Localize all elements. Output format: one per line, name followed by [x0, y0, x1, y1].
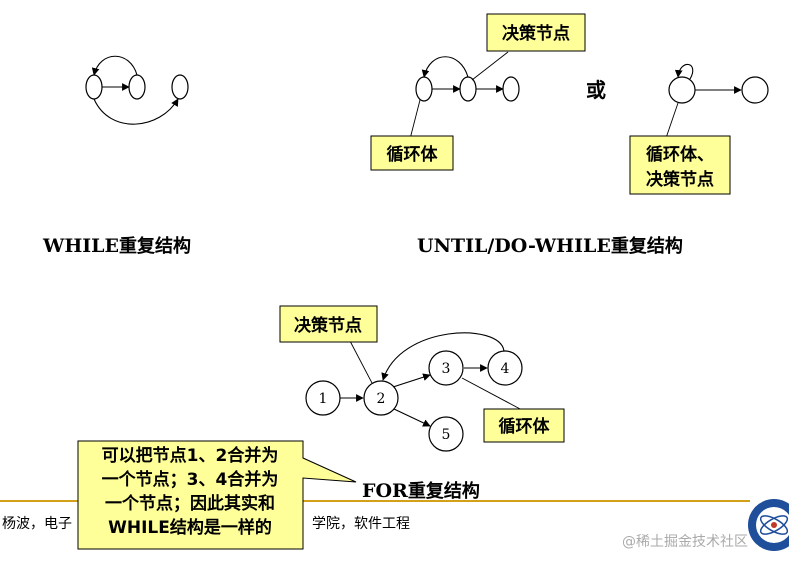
callout-line-3: 一个节点；因此其实和	[105, 493, 275, 514]
while-exit-edge	[93, 98, 179, 125]
combined-tag-line1: 循环体、	[646, 144, 714, 165]
for-loop-pointer	[461, 377, 523, 411]
for-decision-tag	[279, 305, 378, 343]
for-loop-tag-text: 循环体	[499, 416, 551, 437]
combined-node-b	[741, 76, 769, 104]
for-node-3-label: 3	[442, 361, 451, 377]
while-node-a	[85, 74, 103, 100]
callout-line-4: WHILE结构是一样的	[108, 517, 272, 538]
for-node-2-label: 2	[377, 391, 386, 407]
while-loop-back	[91, 55, 138, 76]
for-structure: 1 2 3 4 5 决策节点 循环体	[279, 305, 565, 452]
while-caption: WHILE重复结构	[42, 235, 191, 257]
combined-tag-line2: 决策节点	[646, 169, 714, 190]
until-loop-tag	[370, 135, 454, 171]
while-node-c	[171, 74, 189, 100]
university-seal-icon	[748, 499, 789, 551]
until-loop-tag-text: 循环体	[387, 144, 439, 165]
for-loop-tag	[483, 408, 565, 443]
for-edge-2-3	[392, 373, 431, 388]
until-loop-pointer	[409, 99, 421, 140]
for-node-1	[305, 380, 341, 416]
callout-bubble	[77, 440, 357, 550]
footer-text-left: 杨波，电子	[2, 516, 72, 532]
for-loop-back	[381, 332, 505, 381]
for-decision-tag-text: 决策节点	[294, 315, 362, 336]
while-node-b	[128, 74, 146, 100]
combined-pointer	[665, 102, 679, 139]
combined-self-loop	[674, 63, 694, 80]
explanation-callout: 可以把节点1、2合并为 一个节点；3、4合并为 一个节点；因此其实和 WHILE…	[77, 440, 357, 550]
for-decision-pointer	[349, 340, 373, 384]
for-node-3	[428, 350, 464, 386]
until-structure: 决策节点 循环体	[370, 13, 586, 171]
combined-structure: 循环体、 决策节点	[629, 63, 769, 195]
for-node-5-label: 5	[442, 427, 451, 443]
for-node-5	[428, 416, 464, 452]
until-decision-tag-text: 决策节点	[502, 23, 570, 44]
for-node-4-label: 4	[501, 361, 510, 377]
for-node-4	[487, 350, 523, 386]
callout-line-1: 可以把节点1、2合并为	[102, 445, 279, 466]
until-caption: UNTIL/DO-WHILE重复结构	[417, 235, 683, 257]
while-structure	[85, 55, 189, 125]
for-caption: FOR重复结构	[362, 480, 480, 502]
until-decision-pointer	[471, 51, 509, 81]
until-decision-tag	[486, 13, 586, 52]
for-node-1-label: 1	[319, 391, 328, 407]
for-node-2	[363, 380, 399, 416]
footer-text-right: 学院，软件工程	[312, 516, 410, 532]
callout-line-2: 一个节点；3、4合并为	[102, 469, 279, 490]
until-loop-back	[421, 56, 469, 78]
combined-tag	[629, 135, 731, 195]
or-label: 或	[586, 78, 606, 102]
until-node-c	[502, 76, 520, 102]
until-node-a	[415, 76, 433, 102]
until-node-b	[459, 76, 477, 102]
combined-node-a	[668, 76, 696, 104]
watermark-text: @稀土掘金技术社区	[622, 534, 748, 550]
for-edge-2-5	[393, 408, 431, 427]
